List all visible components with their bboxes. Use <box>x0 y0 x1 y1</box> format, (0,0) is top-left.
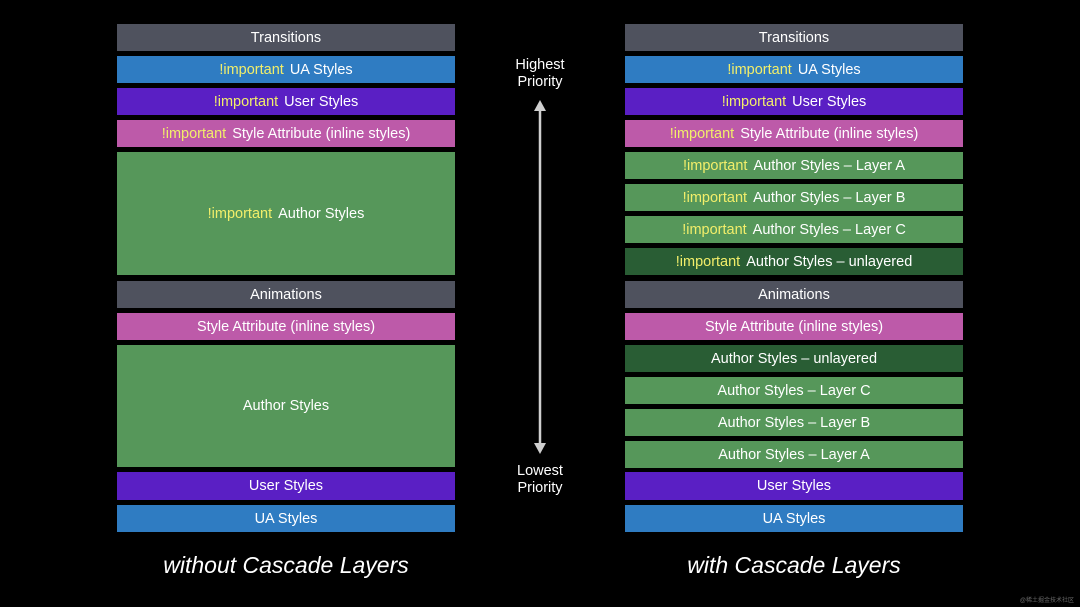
band-label: Animations <box>758 286 830 303</box>
band-label: Author Styles <box>242 398 330 414</box>
left-band-animations: Animations <box>117 281 455 308</box>
right-band-important-style-attribute-inline-styles: !important Style Attribute (inline styles… <box>625 120 963 147</box>
left-band-important-ua-styles: !important UA Styles <box>117 56 455 83</box>
lowest-priority-label: Lowest Priority <box>490 463 590 497</box>
band-label: User Styles <box>284 93 359 110</box>
left-band-important-user-styles: !important User Styles <box>117 88 455 115</box>
band-label: UA Styles <box>797 61 861 78</box>
left-band-important-author-styles: !important Author Styles <box>117 152 455 275</box>
right-band-user-styles: User Styles <box>625 472 963 500</box>
right-band-style-attribute-inline-styles: Style Attribute (inline styles) <box>625 313 963 340</box>
right-band-transitions: Transitions <box>625 24 963 51</box>
band-label: Author Styles – unlayered <box>710 350 878 367</box>
highest-priority-line1: Highest <box>515 57 565 73</box>
important-keyword: !important <box>207 205 273 222</box>
left-band-author-styles: Author Styles <box>117 345 455 467</box>
band-label: User Styles <box>792 93 867 110</box>
band-label: Transitions <box>250 29 322 46</box>
right-band-important-author-styles-unlayered: !important Author Styles – unlayered <box>625 248 963 275</box>
left-band-ua-styles: UA Styles <box>117 505 455 532</box>
left-band-style-attribute-inline-styles: Style Attribute (inline styles) <box>117 313 455 340</box>
left-band-transitions: Transitions <box>117 24 455 51</box>
right-caption: with Cascade Layers <box>687 552 901 578</box>
band-label: User Styles <box>756 478 832 494</box>
band-label: UA Styles <box>254 510 318 527</box>
important-keyword: !important <box>219 61 284 78</box>
left-band-important-style-attribute-inline-styles: !important Style Attribute (inline styles… <box>117 120 455 147</box>
right-band-important-ua-styles: !important UA Styles <box>625 56 963 83</box>
band-label: Author Styles <box>278 205 365 222</box>
right-band-important-author-styles-layer-b: !important Author Styles – Layer B <box>625 184 963 211</box>
left-band-user-styles: User Styles <box>117 472 455 500</box>
important-keyword: !important <box>682 189 748 206</box>
right-band-animations: Animations <box>625 281 963 308</box>
important-keyword: !important <box>675 253 741 270</box>
right-band-ua-styles: UA Styles <box>625 505 963 532</box>
important-keyword: !important <box>669 125 735 142</box>
band-label: Author Styles – Layer B <box>753 189 906 206</box>
band-label: Author Styles – Layer C <box>717 382 871 399</box>
highest-priority-label: Highest Priority <box>490 57 590 91</box>
important-keyword: !important <box>161 125 227 142</box>
band-label: Transitions <box>758 29 830 46</box>
right-band-important-author-styles-layer-c: !important Author Styles – Layer C <box>625 216 963 243</box>
right-band-author-styles-layer-c: Author Styles – Layer C <box>625 377 963 404</box>
right-band-author-styles-layer-a: Author Styles – Layer A <box>625 441 963 468</box>
band-label: Author Styles – Layer A <box>718 446 870 463</box>
watermark: @稀土掘金技术社区 <box>1019 598 1074 604</box>
right-band-author-styles-layer-b: Author Styles – Layer B <box>625 409 963 436</box>
lowest-priority-line1: Lowest <box>517 463 563 479</box>
priority-double-arrow-icon <box>534 100 546 454</box>
important-keyword: !important <box>721 93 787 110</box>
important-keyword: !important <box>682 221 747 238</box>
important-keyword: !important <box>682 157 748 174</box>
band-label: Style Attribute (inline styles) <box>704 318 884 335</box>
band-label: Animations <box>250 286 322 303</box>
band-label: Style Attribute (inline styles) <box>232 125 411 142</box>
right-band-important-author-styles-layer-a: !important Author Styles – Layer A <box>625 152 963 179</box>
band-label: Style Attribute (inline styles) <box>196 318 376 335</box>
important-keyword: !important <box>727 61 792 78</box>
band-label: UA Styles <box>289 61 353 78</box>
important-keyword: !important <box>213 93 279 110</box>
band-label: UA Styles <box>762 510 826 527</box>
band-label: Style Attribute (inline styles) <box>740 125 919 142</box>
right-band-important-user-styles: !important User Styles <box>625 88 963 115</box>
band-label: User Styles <box>248 478 324 494</box>
lowest-priority-line2: Priority <box>517 480 563 496</box>
right-band-author-styles-unlayered: Author Styles – unlayered <box>625 345 963 372</box>
band-label: Author Styles – Layer B <box>717 414 871 431</box>
band-label: Author Styles – Layer C <box>752 221 906 238</box>
band-label: Author Styles – Layer A <box>753 157 905 174</box>
left-caption: without Cascade Layers <box>163 552 409 578</box>
highest-priority-line2: Priority <box>517 74 563 90</box>
band-label: Author Styles – unlayered <box>746 253 913 270</box>
